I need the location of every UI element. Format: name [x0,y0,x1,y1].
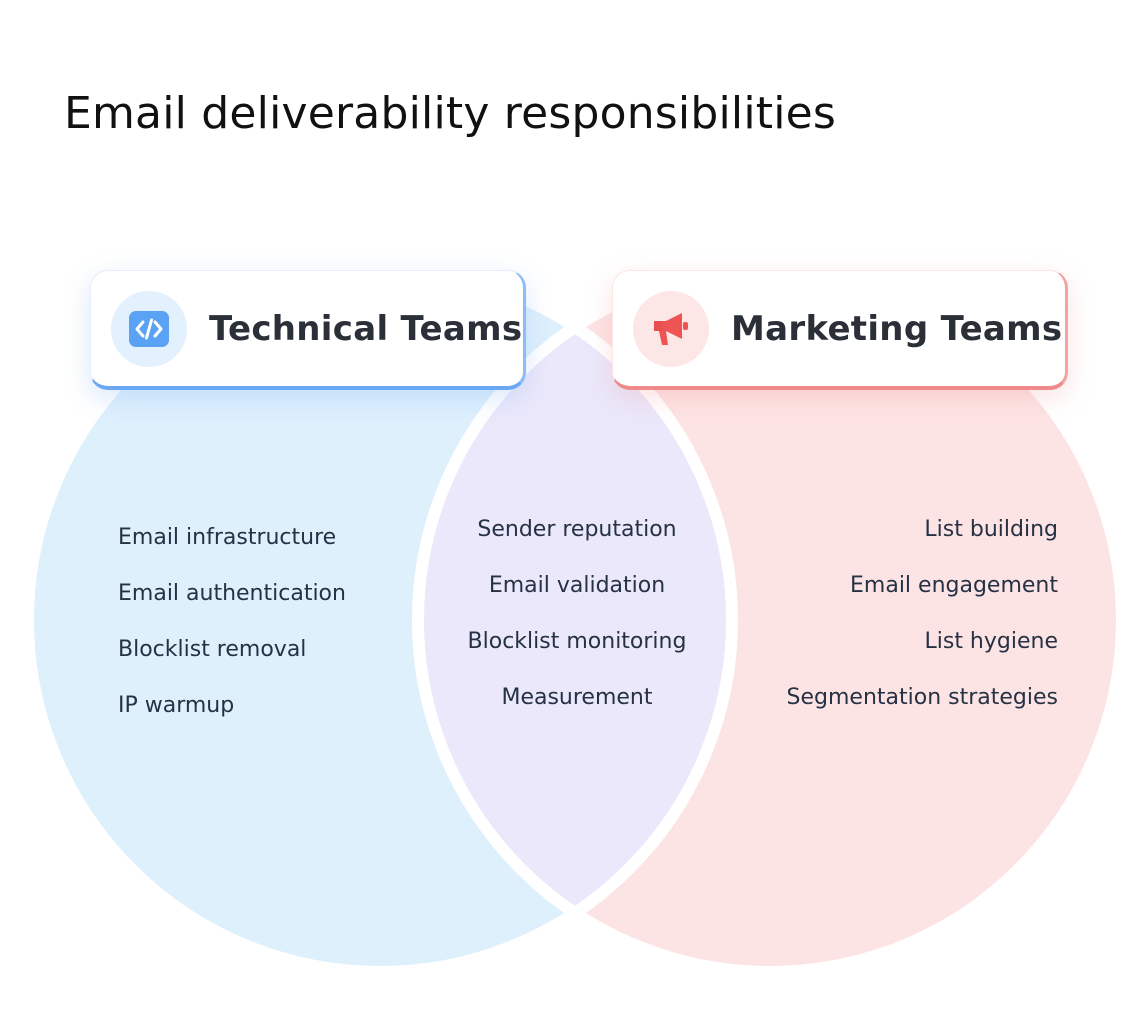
list-item: Segmentation strategies [786,685,1058,710]
list-item: Email engagement [850,573,1058,598]
overlap-divider-left [412,262,1128,978]
overlap-divider-right [22,262,738,978]
page-title: Email deliverability responsibilities [64,88,837,139]
marketing-teams-card: Marketing Teams [612,270,1068,390]
list-item: Email infrastructure [118,525,337,550]
list-item: Blocklist monitoring [467,629,687,654]
list-item: List building [924,517,1058,542]
technical-teams-card: Technical Teams [90,270,526,390]
list-item: Email authentication [118,581,346,606]
list-item: Email validation [488,573,666,598]
marketing-items: List building Email engagement List hygi… [787,502,1058,726]
marketing-teams-label: Marketing Teams [731,308,1063,349]
overlap-region [418,268,732,972]
list-item: Sender reputation [477,517,677,542]
list-item: IP warmup [118,693,235,718]
list-item: Measurement [501,685,653,710]
list-item: Blocklist removal [118,637,307,662]
code-icon [111,290,187,367]
technical-teams-label: Technical Teams [209,308,523,349]
list-item: List hygiene [924,629,1058,654]
technical-items: Email infrastructure Email authenticatio… [118,510,346,734]
megaphone-icon [633,290,709,367]
shared-items: Sender reputation Email validation Block… [442,502,712,726]
